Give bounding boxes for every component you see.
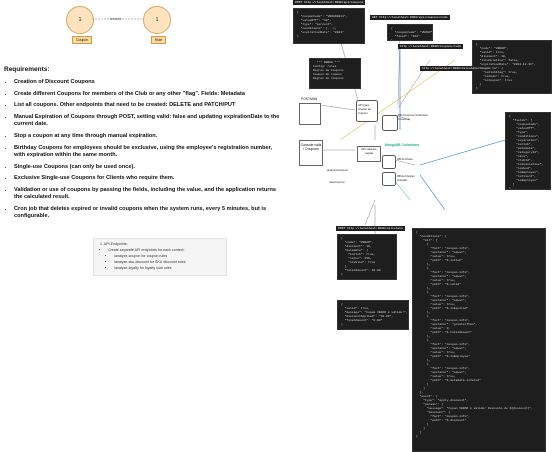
- calculate-response-json: { "valid": true, "message": "Cupom VERAO…: [337, 300, 409, 330]
- debug-console: *** DEBUG *** Config: rules Regras de Co…: [309, 58, 361, 89]
- fields-list-json: { "fields": [ "couponCode", "valueOff", …: [505, 112, 551, 190]
- er-left-tag: Coupon: [72, 36, 93, 44]
- er-left-circle: 1: [66, 6, 94, 34]
- er-right-circle: 1: [143, 6, 171, 34]
- get-coupon-label: GET http://localhost:3000/api/coupons/co…: [370, 15, 450, 20]
- requirement-item: Cron job that deletes expired or invalid…: [14, 206, 284, 220]
- endpoint-item: /analyze-coupon for coupon rules: [114, 254, 220, 258]
- er-relation-label: Inherit: [110, 16, 122, 21]
- requirement-item: Validation or use of coupons by passing …: [14, 187, 284, 201]
- calculate-post-label: POST http://localhost:3000/calculate: [336, 226, 405, 231]
- api-coupons-label: API para criacao de Cupons: [358, 103, 371, 115]
- requirement-item: Birthday Coupons for employees should be…: [14, 145, 284, 159]
- api-endpoints-title: 1. API Endpoints:: [100, 242, 128, 246]
- requirements-list: Creation of Discount Coupons Create diff…: [4, 79, 284, 225]
- db-coupons-label: DB Coupons (Collection Coupons): [398, 113, 428, 121]
- requirement-item: Creation of Discount Coupons: [14, 79, 284, 86]
- db-rules-label: DB de Rules: [397, 157, 413, 161]
- get-coupon-code-label: http://localhost:3000/coupons/code: [398, 44, 464, 49]
- postman-label: POSTMAN: [301, 97, 318, 101]
- mongodb-label: MongoDB Collections: [385, 143, 420, 147]
- db-rules-cylinder: [382, 155, 396, 169]
- db-coupons-cylinder: [382, 115, 398, 131]
- calculate-request-json: { "code": "VERAO", "discount": 10, "meta…: [337, 234, 397, 280]
- get-coupon-json: { "couponCode": "VERAO", "fixed": "100" …: [387, 24, 433, 41]
- api-calc-box: API calculos regras: [357, 146, 381, 162]
- use-coupons-label: useCoupons: [329, 180, 345, 184]
- endpoint-item: /analyze-loyalty for loyalty club rules: [114, 266, 220, 270]
- requirement-item: Exclusive Single-use Coupons for Clients…: [14, 175, 284, 182]
- requirement-item: Create different Coupons for members of …: [14, 91, 284, 98]
- create-coupon-json: { "couponCode": "VERAO2024", "valueOff":…: [293, 8, 365, 44]
- analyze-coupons-label: analyzeCoupons: [327, 168, 348, 172]
- requirements-title: Requirements:: [4, 66, 50, 73]
- requirement-item: Stop a coupon at any time through manual…: [14, 133, 284, 140]
- api-endpoints-intro: Create separate API endpoints for each c…: [108, 248, 220, 252]
- db-regras-label: DB de Regras Coleção: [397, 174, 415, 182]
- db-regras-cylinder: [382, 172, 396, 186]
- console-box: Console calls / Coupons: [299, 140, 323, 166]
- api-endpoints-box: 1. API Endpoints: Create separate API en…: [93, 238, 227, 276]
- endpoint-item: /analyze-sku-discount for SKU discount r…: [114, 260, 220, 264]
- requirement-item: Manual Expiration of Coupons through POS…: [14, 114, 284, 128]
- er-right-tag: Rule: [151, 36, 167, 44]
- requirement-item: Single-use Coupons (can only be used onc…: [14, 164, 284, 171]
- rule-conditions-json: { "conditions": { "all": [ { "fact": "co…: [412, 228, 546, 452]
- postman-box: [299, 103, 321, 125]
- calculate-coupon-label: http://localhost:3000/calculate/coupon: [420, 66, 493, 71]
- post-coupons-label: POST http://localhost:3000/api/coupons: [293, 0, 366, 5]
- er-relation-line: [92, 18, 144, 20]
- requirement-item: List all coupons. Other endpoints that n…: [14, 102, 284, 109]
- api-coupons-cylinder: [356, 100, 378, 122]
